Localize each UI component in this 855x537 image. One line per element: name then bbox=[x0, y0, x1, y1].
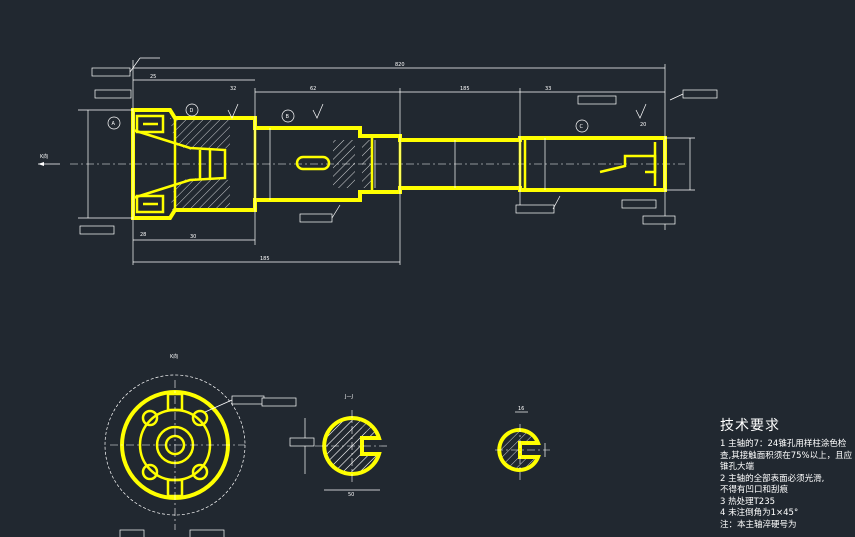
total-length-label: 820 bbox=[395, 62, 405, 68]
svg-text:D: D bbox=[190, 108, 194, 114]
notes-title: 技术要求 bbox=[720, 418, 780, 434]
section-marker-b bbox=[281, 109, 295, 123]
svg-text:A: A bbox=[112, 121, 116, 127]
svg-text:C: C bbox=[580, 124, 584, 130]
section-marker-c bbox=[575, 119, 589, 133]
section-marker-a bbox=[107, 116, 121, 130]
svg-text:25: 25 bbox=[150, 74, 156, 80]
small-shaft-section: 16 bbox=[495, 406, 550, 480]
tolerance-frame bbox=[79, 67, 718, 235]
view-k-label: K向 bbox=[40, 153, 48, 160]
svg-text:62: 62 bbox=[310, 86, 316, 92]
svg-text:32: 32 bbox=[230, 86, 236, 92]
section-jj-label: J—J bbox=[344, 394, 353, 400]
notes-line: 2 主轴的全部表面必须光滑, bbox=[720, 473, 825, 484]
notes-line: 不得有凹口和刮痕 bbox=[720, 485, 789, 495]
section-marker-d bbox=[185, 103, 199, 117]
flange-end-view: K向 bbox=[104, 353, 297, 537]
svg-text:20: 20 bbox=[640, 122, 646, 128]
view-k-bottom-label: K向 bbox=[170, 353, 178, 360]
svg-text:33: 33 bbox=[545, 86, 551, 92]
notes-line: 3 热处理T235 bbox=[720, 496, 776, 507]
spindle-main-view: 820 25 32 62 185 33 30 185 28 20 A bbox=[38, 57, 718, 265]
technical-requirements: 技术要求 1 主轴的7：24锥孔用样柱涂色检 查,其接触面积须在75%以上，且应… bbox=[720, 415, 855, 531]
svg-text:30: 30 bbox=[190, 234, 196, 240]
svg-text:50: 50 bbox=[348, 492, 354, 498]
notes-line: 1 主轴的7：24锥孔用样柱涂色检 bbox=[720, 439, 847, 449]
notes-line: 锥孔大端 bbox=[720, 462, 755, 472]
svg-text:B: B bbox=[286, 114, 290, 120]
svg-text:185: 185 bbox=[260, 256, 270, 262]
svg-text:16: 16 bbox=[518, 406, 524, 412]
svg-text:185: 185 bbox=[460, 86, 470, 92]
notes-line: 注：本主轴淬硬号为 bbox=[720, 519, 797, 530]
notes-line: 4 未注倒角为1×45° bbox=[720, 508, 799, 518]
notes-line: 查,其接触面积须在75%以上，且应 bbox=[720, 450, 853, 461]
section-jj-view: J—J 50 bbox=[289, 394, 390, 498]
svg-text:28: 28 bbox=[140, 232, 146, 238]
